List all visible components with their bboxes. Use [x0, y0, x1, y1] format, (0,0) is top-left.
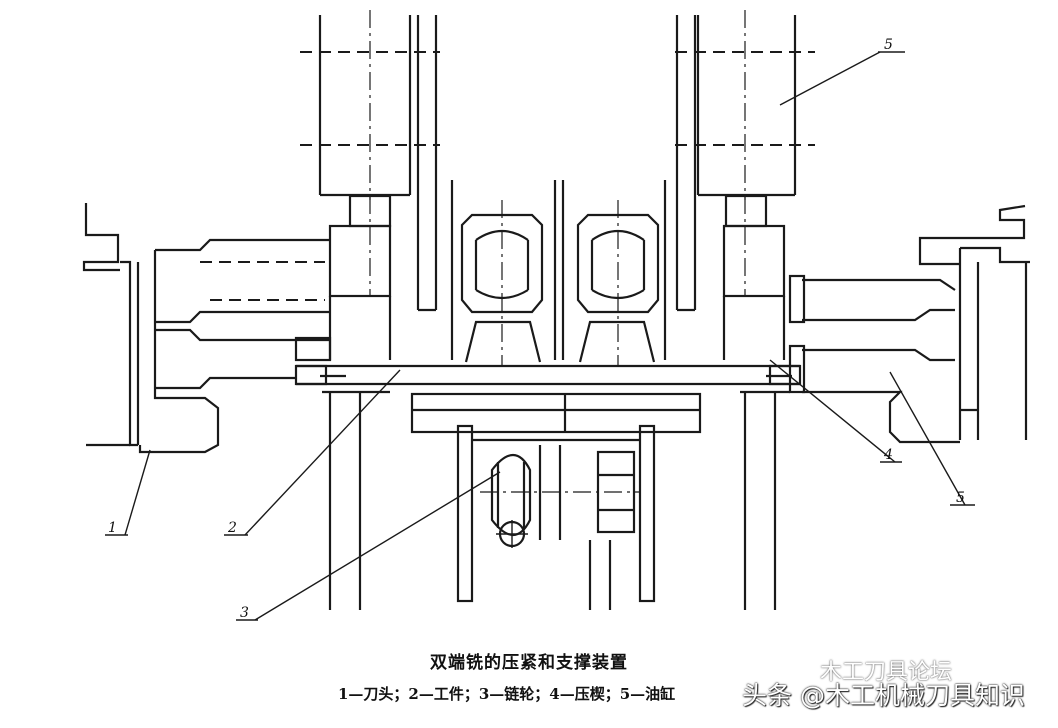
inner-guides — [450, 180, 667, 360]
right-column — [675, 10, 815, 312]
label-5-upper: 5 — [884, 37, 893, 53]
part-labels: 1 2 3 4 5 5 — [108, 37, 965, 621]
lower-support — [322, 390, 790, 610]
label-5-lower: 5 — [956, 490, 965, 506]
figure-legend: 1—刀头；2—工件；3—链轮；4—压楔；5—油缸 — [338, 685, 676, 703]
label-2: 2 — [227, 520, 237, 536]
upper-roller-right — [576, 200, 660, 365]
left-press-blocks — [328, 194, 392, 360]
right-cylinder — [788, 204, 1030, 444]
watermark-main: 头条 @木工机械刀具知识 — [742, 681, 1025, 710]
left-cutter-head — [82, 203, 332, 454]
watermark-forum: 木工刀具论坛 — [820, 660, 953, 685]
label-3: 3 — [240, 605, 249, 621]
sprocket-assembly — [456, 424, 656, 610]
label-4: 4 — [883, 447, 893, 463]
label-1: 1 — [108, 520, 117, 536]
right-press-blocks — [722, 194, 786, 360]
workpiece — [294, 364, 802, 386]
left-column — [300, 10, 440, 312]
upper-roller-left — [460, 200, 544, 365]
leader-lines — [105, 51, 975, 621]
figure-title: 双端铣的压紧和支撑装置 — [430, 653, 628, 673]
